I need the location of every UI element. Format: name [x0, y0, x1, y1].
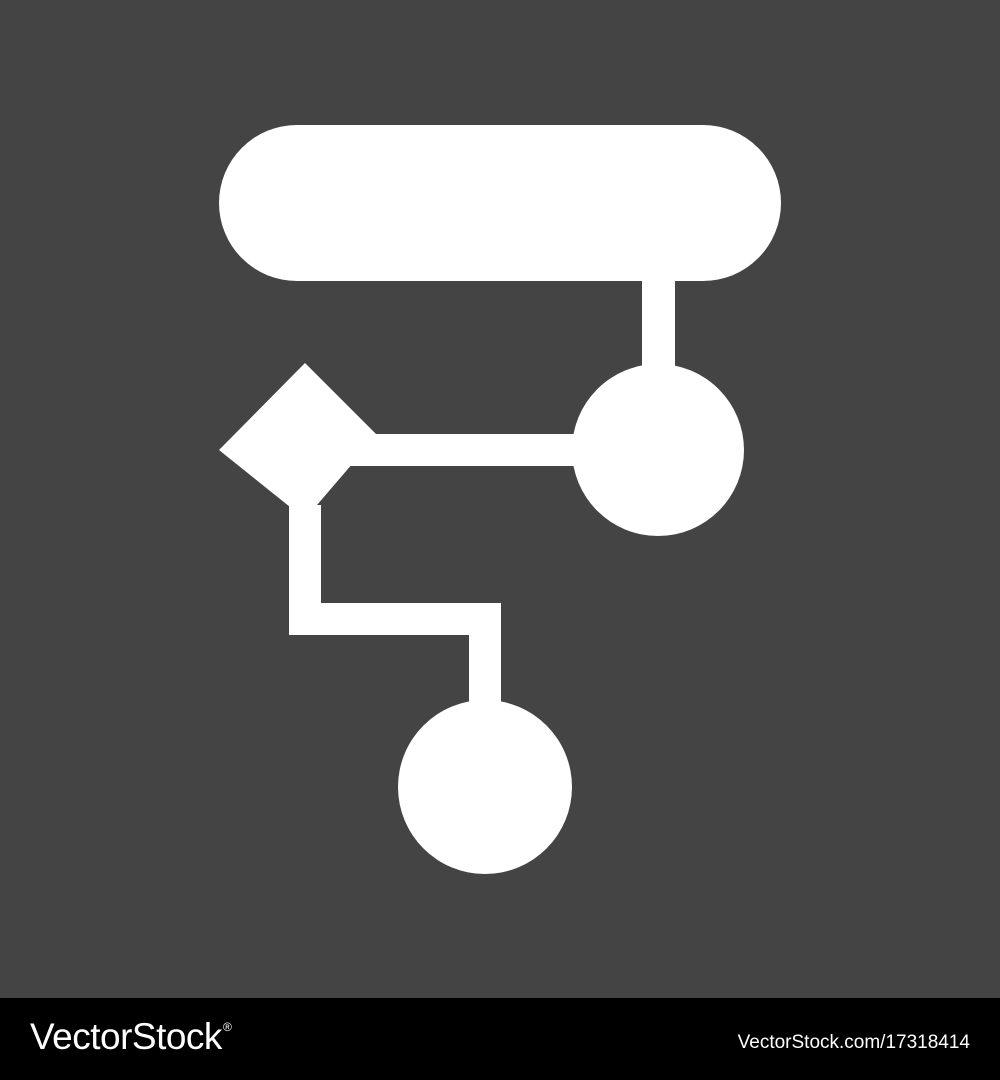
connector-line-horizontal: [350, 434, 590, 466]
decision-diamond: [219, 363, 377, 519]
terminator-shape: [219, 125, 781, 281]
vectorstock-logo: VectorStock®: [30, 1016, 232, 1058]
connector-line-elbow: [289, 505, 501, 712]
end-circle: [398, 700, 572, 874]
connector-circle: [572, 364, 744, 536]
flowchart-icon: [219, 125, 781, 874]
registered-mark: ®: [222, 1020, 232, 1034]
connector-line-vertical: [642, 275, 675, 375]
image-id-text: VectorStock.com/17318414: [737, 1032, 970, 1053]
watermark-footer: VectorStock® VectorStock.com/17318414: [0, 998, 1000, 1080]
icon-artboard: [0, 0, 1000, 998]
logo-text: VectorStock: [30, 1016, 222, 1057]
